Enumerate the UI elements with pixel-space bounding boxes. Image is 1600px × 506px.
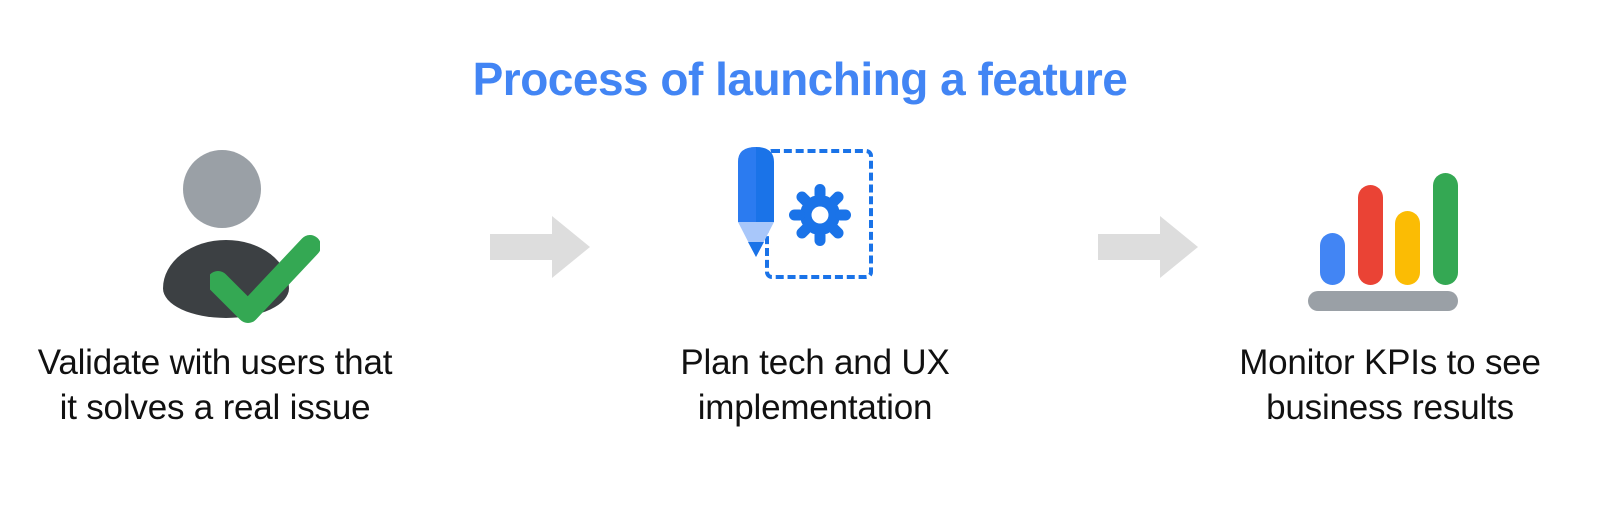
person-head-shape — [183, 150, 261, 228]
step-3-icon-area — [1180, 140, 1600, 335]
step-3-caption-line-1: Monitor KPIs to see — [1239, 343, 1541, 382]
process-step-2: Plan tech and UX implementation — [605, 140, 1025, 450]
step-1-caption-line-2: it solves a real issue — [59, 388, 371, 428]
bar-chart-baseline — [1308, 291, 1458, 311]
step-3-caption-line-2: business results — [1266, 388, 1514, 428]
page-title: Process of launching a feature — [472, 53, 1128, 105]
step-3-caption: Monitor KPIs to see business results — [1180, 340, 1600, 430]
process-step-3: Monitor KPIs to see business results — [1180, 140, 1600, 450]
bar-chart-icon — [1298, 148, 1488, 323]
arrow-right-icon — [490, 216, 590, 278]
step-2-caption-line-2: implementation — [697, 388, 933, 428]
bar-chart-bars — [1314, 165, 1464, 285]
arrow-right-icon — [1098, 216, 1198, 278]
step-1-icon-area — [5, 140, 425, 335]
bar-2 — [1357, 185, 1383, 285]
process-flow: Validate with users that it solves a rea… — [0, 140, 1600, 450]
bar-1 — [1320, 233, 1346, 285]
step-1-caption-line-1: Validate with users that — [37, 343, 393, 382]
bar-3 — [1395, 211, 1421, 285]
pencil-icon — [738, 147, 774, 257]
bar-4 — [1432, 173, 1458, 285]
step-1-caption: Validate with users that it solves a rea… — [5, 340, 425, 430]
step-2-caption-line-1: Plan tech and UX — [680, 343, 950, 382]
checkmark-icon — [210, 235, 320, 323]
gear-icon — [789, 184, 851, 246]
person-check-icon — [115, 150, 320, 323]
process-step-1: Validate with users that it solves a rea… — [5, 140, 425, 450]
pencil-gear-icon — [727, 144, 907, 329]
step-2-icon-area — [605, 140, 1025, 335]
step-2-caption: Plan tech and UX implementation — [605, 340, 1025, 430]
